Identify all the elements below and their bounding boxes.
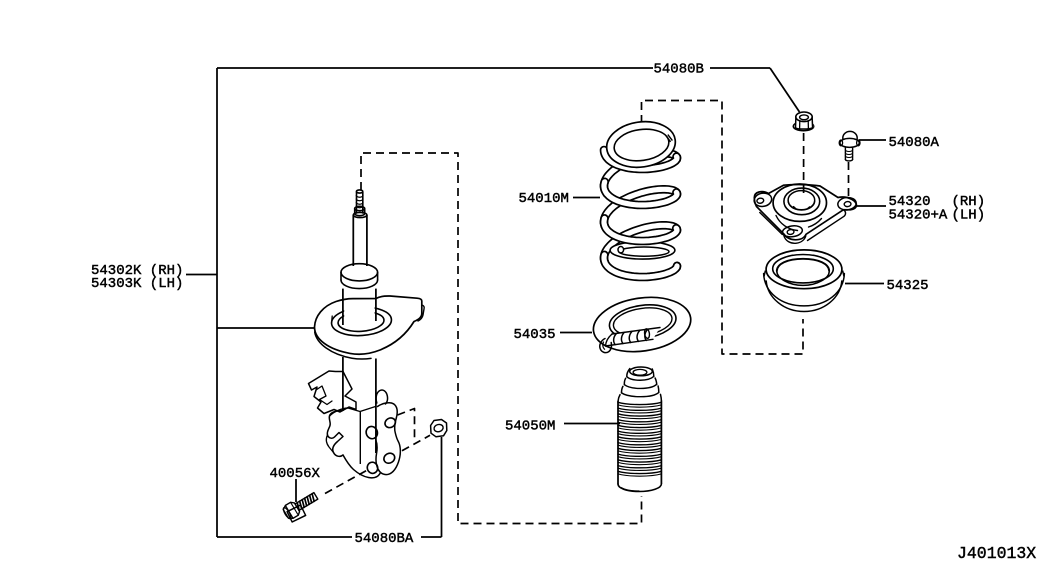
svg-text:54080B: 54080B: [654, 62, 704, 78]
svg-text:54325: 54325: [887, 278, 929, 294]
svg-text:54010M: 54010M: [519, 191, 569, 207]
svg-text:J401013X: J401013X: [957, 544, 1036, 563]
svg-text:54035: 54035: [514, 327, 556, 343]
svg-text:54303K (LH): 54303K (LH): [91, 276, 183, 292]
svg-text:(LH): (LH): [952, 208, 986, 224]
svg-text:54050M: 54050M: [505, 419, 555, 435]
svg-text:54320: 54320: [889, 194, 931, 210]
svg-text:54080A: 54080A: [889, 135, 940, 151]
svg-text:54320+A: 54320+A: [889, 208, 948, 224]
svg-text:(RH): (RH): [952, 194, 986, 210]
svg-text:40056X: 40056X: [270, 466, 321, 482]
svg-text:54080BA: 54080BA: [355, 531, 414, 547]
svg-text:54302K (RH): 54302K (RH): [91, 263, 183, 279]
